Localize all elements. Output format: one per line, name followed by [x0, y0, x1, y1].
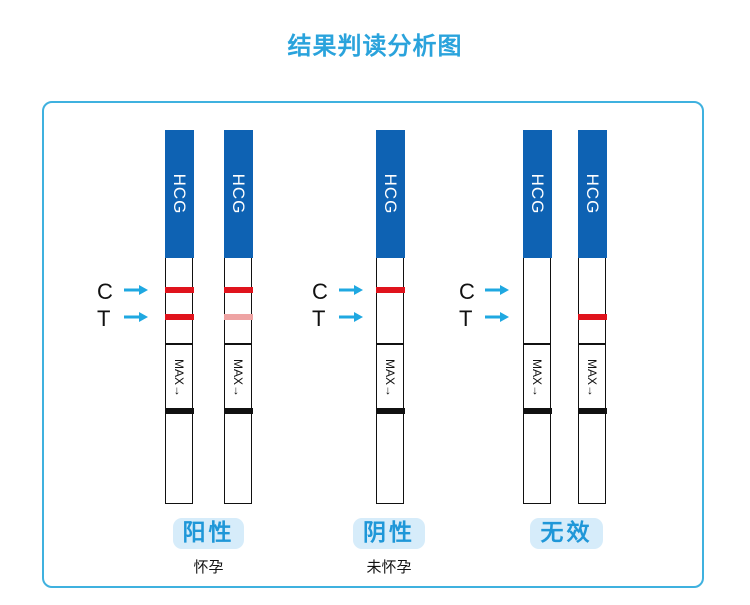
test-strip-invalid-1: HCG MAX→: [522, 129, 552, 504]
diagram-panel: [42, 101, 704, 588]
control-line: [164, 287, 194, 293]
control-line: [375, 287, 405, 293]
strip-cap: HCG: [375, 129, 405, 258]
test-strip-negative: HCG MAX→: [375, 129, 405, 504]
strip-divider: [377, 343, 403, 345]
t-arrow-icon: [485, 312, 509, 322]
max-label: MAX→: [231, 358, 245, 398]
t-arrow-icon: [339, 312, 363, 322]
c-marker-label: C: [97, 279, 113, 304]
strip-cap: HCG: [164, 129, 194, 258]
c-marker-label: C: [459, 279, 475, 304]
result-badge-positive: 阳性: [173, 518, 244, 549]
t-arrow-icon: [124, 312, 148, 322]
strip-cap: HCG: [522, 129, 552, 258]
result-badge-invalid: 无效: [530, 518, 603, 549]
strip-divider: [524, 343, 550, 345]
strip-divider: [166, 343, 192, 345]
strip-cap: HCG: [577, 129, 607, 258]
result-meaning-negative: 未怀孕: [366, 558, 412, 576]
max-label: MAX→: [172, 358, 186, 398]
c-arrow-icon: [339, 285, 363, 295]
strip-cap: HCG: [223, 129, 253, 258]
max-bar: [522, 408, 552, 414]
test-line: [164, 314, 194, 320]
t-marker-label: T: [459, 306, 473, 331]
test-strip-invalid-2: HCG MAX→: [577, 129, 607, 504]
max-bar: [223, 408, 253, 414]
strip-divider: [579, 343, 605, 345]
test-line: [577, 314, 607, 320]
c-arrow-icon: [485, 285, 509, 295]
result-badge-negative: 阴性: [353, 518, 425, 549]
max-bar: [577, 408, 607, 414]
max-bar: [164, 408, 194, 414]
t-marker-label: T: [312, 306, 326, 331]
test-strip-positive-2: HCG MAX→: [223, 129, 253, 504]
test-strip-positive-1: HCG MAX→: [164, 129, 194, 504]
max-label: MAX→: [585, 358, 599, 398]
control-line: [223, 287, 253, 293]
page-title: 结果判读分析图: [287, 31, 463, 60]
result-meaning-positive: 怀孕: [193, 558, 224, 576]
max-bar: [375, 408, 405, 414]
strip-divider: [225, 343, 251, 345]
c-marker-label: C: [312, 279, 328, 304]
max-label: MAX→: [383, 358, 397, 398]
c-arrow-icon: [124, 285, 148, 295]
max-label: MAX→: [530, 358, 544, 398]
t-marker-label: T: [97, 306, 111, 331]
test-line-faint: [223, 314, 253, 320]
